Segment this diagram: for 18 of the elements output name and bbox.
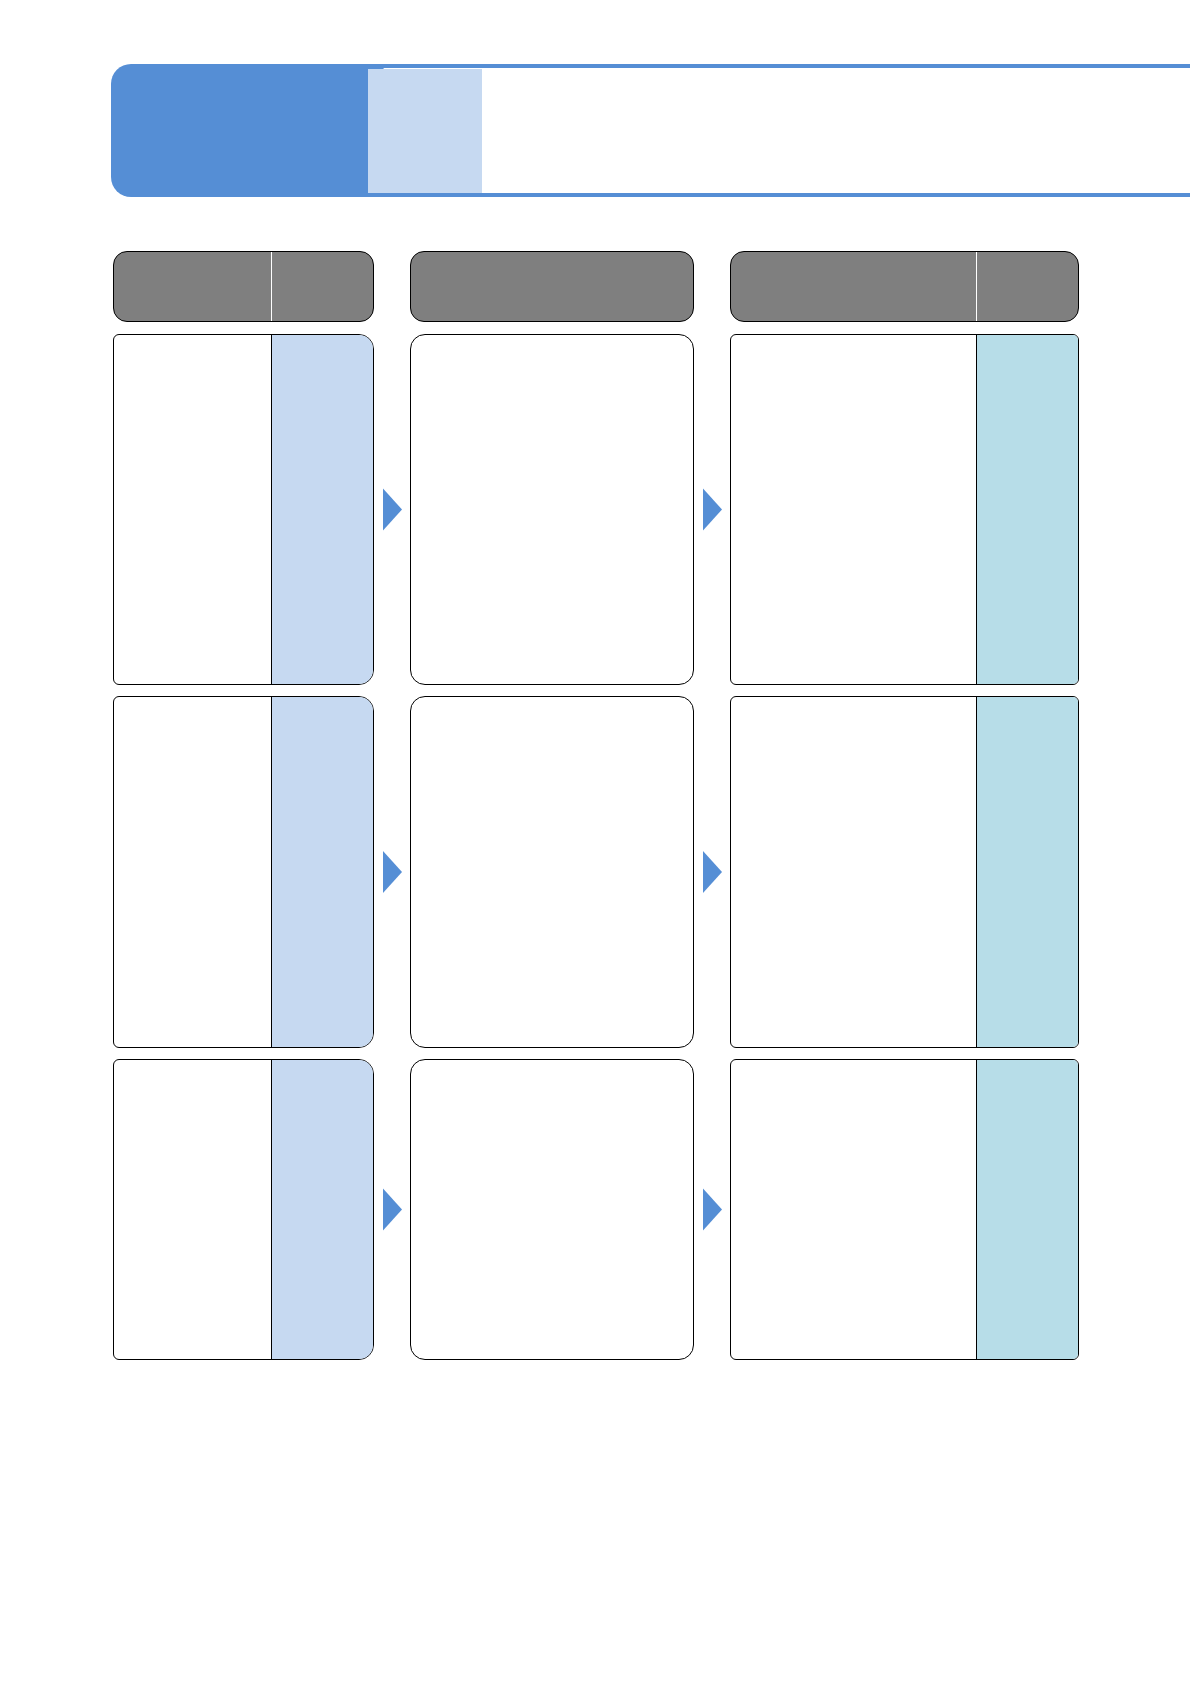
process-card (410, 334, 694, 685)
arrow (703, 488, 722, 531)
arrow (383, 1188, 402, 1231)
column-header (410, 251, 694, 322)
process-card (730, 1059, 1079, 1360)
process-card (113, 1059, 374, 1360)
process-card (730, 334, 1079, 685)
process-card (730, 696, 1079, 1048)
column-header (730, 251, 1079, 322)
arrow (383, 488, 402, 531)
process-card (410, 1059, 694, 1360)
arrow (703, 851, 722, 893)
process-card (113, 696, 374, 1048)
arrow (383, 851, 402, 893)
column-header (113, 251, 374, 322)
process-card (113, 334, 374, 685)
arrow (703, 1188, 722, 1231)
process-card (410, 696, 694, 1048)
